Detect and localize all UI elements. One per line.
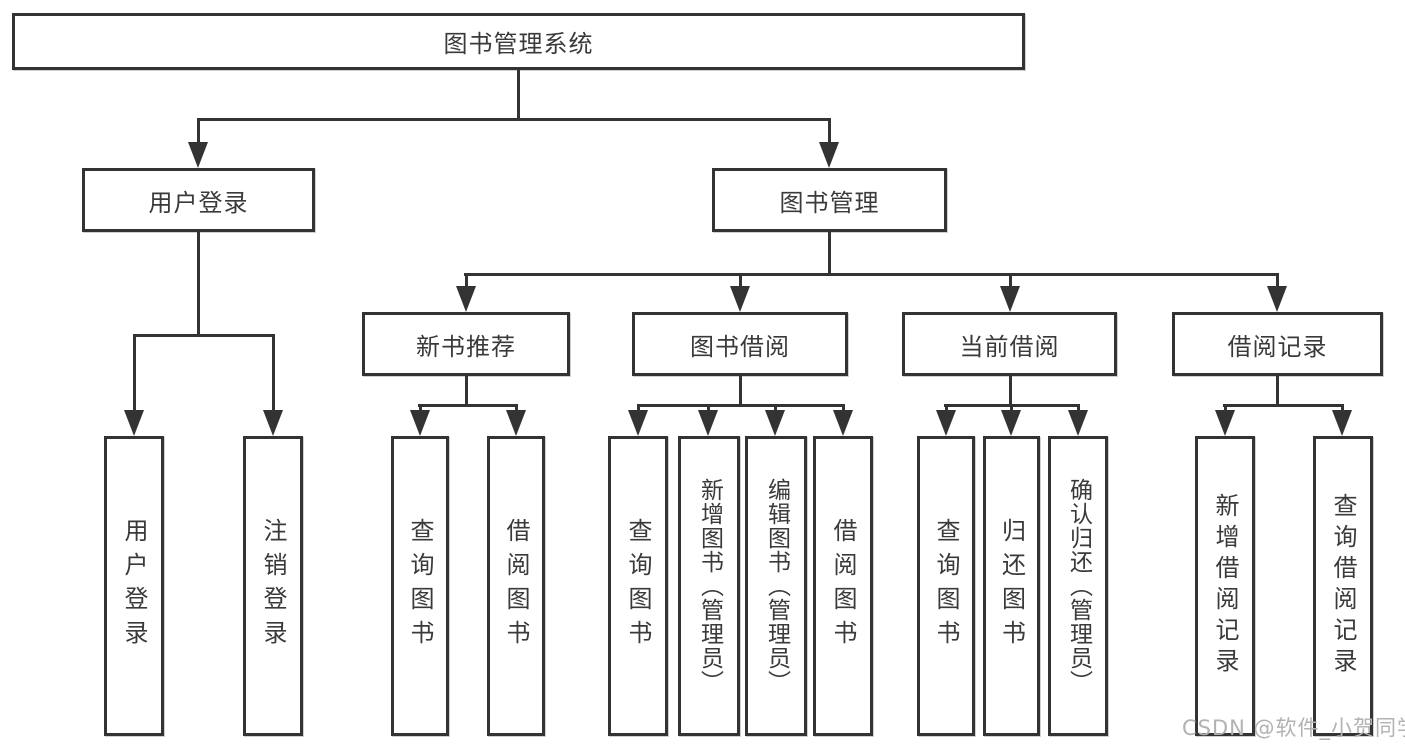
connector-line [418,404,518,407]
arrow-down-icon [819,142,839,168]
leaf-label: 注销登录 [259,518,287,654]
leaf-return-book: 归还图书 [983,436,1040,736]
leaf-label: 新增借阅记录 [1211,493,1239,679]
arrow-down-icon [628,410,648,436]
connector-line [707,404,710,412]
leaf-query-books-1: 查询图书 [391,436,449,736]
connector-line [1010,404,1013,412]
arrow-down-icon [1001,410,1021,436]
arrow-down-icon [188,142,208,168]
leaf-user-login: 用户登录 [104,436,164,736]
connector-line [197,232,200,337]
connector-line [419,404,422,412]
connector-line [1276,273,1279,289]
connector-line [637,404,845,407]
connector-line [515,404,518,412]
node-label: 用户登录 [148,188,249,217]
connector-line [465,273,468,289]
connector-line [1009,273,1012,289]
node-current-borrow: 当前借阅 [902,312,1117,376]
arrow-down-icon [698,410,718,436]
leaf-edit-book-admin: 编辑图书（管理员） [745,436,807,736]
leaf-confirm-return-admin: 确认归还（管理员） [1048,436,1108,736]
node-root-system: 图书管理系统 [12,13,1025,70]
leaf-logout: 注销登录 [243,436,303,736]
connector-line [464,273,1279,276]
leaf-label: 查询图书 [932,518,960,654]
arrow-down-icon [1332,410,1352,436]
leaf-query-books-3: 查询图书 [917,436,975,736]
node-new-book-recommend: 新书推荐 [362,312,570,376]
arrow-down-icon [456,286,476,312]
arrow-down-icon [730,286,750,312]
node-label: 图书借阅 [690,332,790,361]
arrow-down-icon [410,410,430,436]
connector-line [1341,404,1344,412]
arrow-down-icon [833,410,853,436]
connector-line [637,404,640,412]
connector-line [1276,376,1279,406]
connector-line [1077,404,1080,412]
arrow-down-icon [1267,286,1287,312]
leaf-add-borrow-record: 新增借阅记录 [1195,436,1255,736]
leaf-label: 查询借阅记录 [1329,493,1357,679]
leaf-add-book-admin: 新增图书（管理员） [678,436,740,736]
connector-line [945,404,948,412]
leaf-label: 查询图书 [406,518,434,654]
connector-line [133,334,275,337]
arrow-down-icon [263,410,283,436]
node-label: 图书管理系统 [443,30,594,58]
connector-line [1009,376,1012,406]
connector-line [517,70,520,121]
leaf-borrow-books-2: 借阅图书 [813,436,873,736]
node-borrow-records: 借阅记录 [1172,312,1383,376]
connector-line [828,232,831,276]
arrow-down-icon [1000,286,1020,312]
connector-line [1223,404,1344,407]
arrow-down-icon [124,410,144,436]
leaf-label: 新增图书（管理员） [696,478,723,694]
node-label: 当前借阅 [959,332,1060,361]
arrow-down-icon [1068,410,1088,436]
connector-line [465,376,468,406]
connector-line [197,118,831,121]
node-book-borrow: 图书借阅 [632,312,848,376]
node-user-login: 用户登录 [82,168,315,232]
connector-line [739,376,742,406]
node-label: 图书管理 [779,188,880,217]
leaf-label: 编辑图书（管理员） [763,478,790,694]
csdn-watermark: CSDN @软件_小贺同学 [1182,716,1405,740]
connector-line [133,334,136,412]
connector-line [197,118,200,146]
leaf-query-books-2: 查询图书 [608,436,668,736]
leaf-label: 归还图书 [997,518,1026,654]
connector-line [828,118,831,146]
arrow-down-icon [765,410,785,436]
leaf-label: 确认归还（管理员） [1065,478,1092,694]
node-label: 借阅记录 [1227,332,1328,361]
node-book-management: 图书管理 [712,168,947,232]
leaf-borrow-books-1: 借阅图书 [487,436,545,736]
connector-line [272,334,275,412]
connector-line [842,404,845,412]
connector-line [774,404,777,412]
leaf-label: 用户登录 [120,518,148,654]
connector-line [1224,404,1227,412]
node-label: 新书推荐 [416,332,516,361]
leaf-label: 查询图书 [624,518,652,654]
leaf-query-borrow-record: 查询借阅记录 [1313,436,1373,736]
leaf-label: 借阅图书 [502,518,530,654]
leaf-label: 借阅图书 [829,518,857,654]
connector-line [739,273,742,289]
arrow-down-icon [506,410,526,436]
arrow-down-icon [1215,410,1235,436]
arrow-down-icon [936,410,956,436]
